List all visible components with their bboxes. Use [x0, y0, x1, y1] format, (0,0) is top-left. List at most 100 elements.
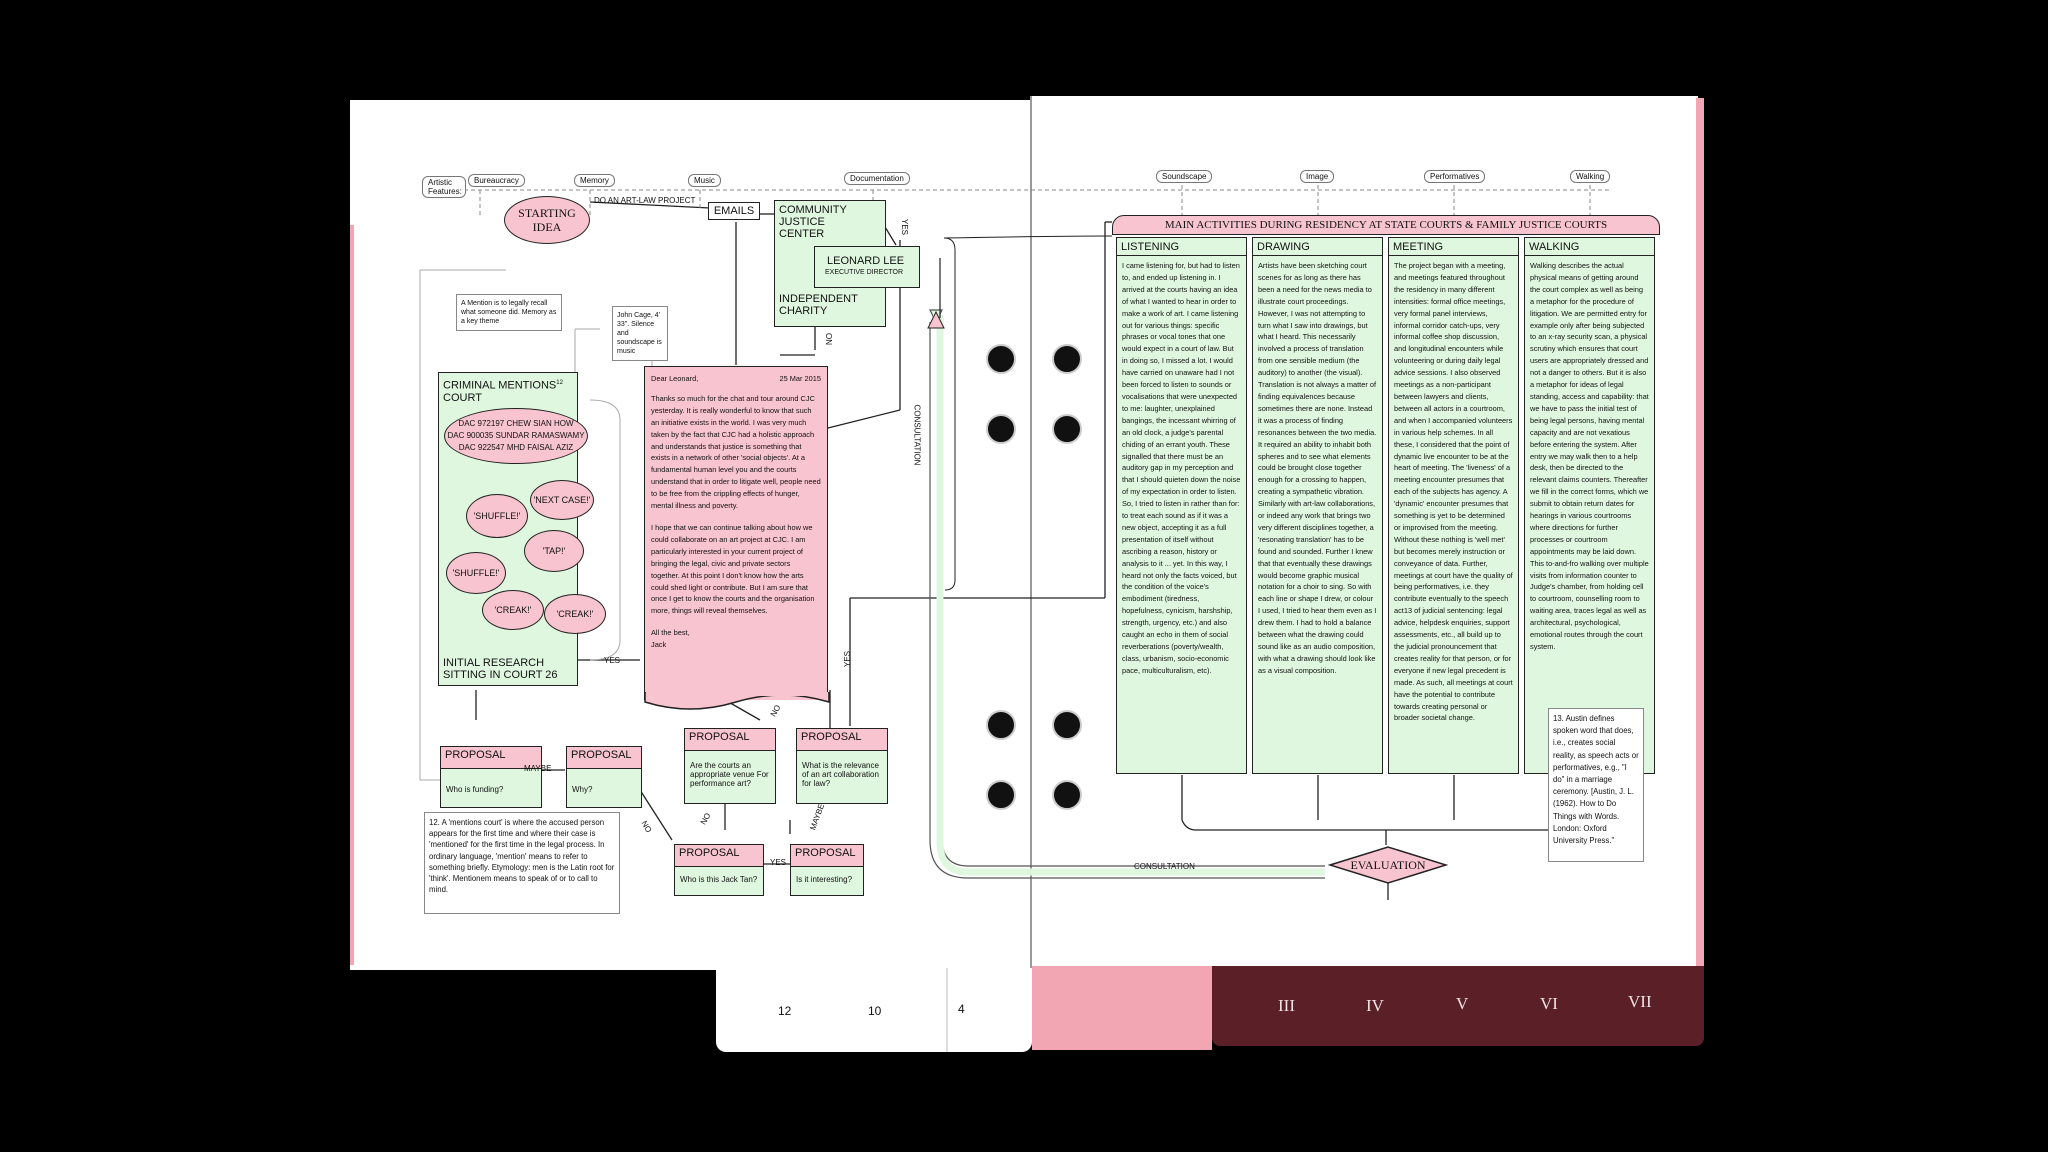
do-art-law-label: DO AN ART-LAW PROJECT — [594, 196, 696, 205]
left-index-tab — [716, 968, 1032, 1052]
ring-hole — [986, 414, 1016, 444]
main-activities-title: MAIN ACTIVITIES DURING RESIDENCY AT STAT… — [1164, 219, 1608, 231]
spine — [1030, 96, 1032, 970]
evaluation-label: EVALUATION — [1350, 858, 1426, 872]
activity-column-walking: WALKING Walking describes the actual phy… — [1524, 237, 1655, 774]
mention-note: A Mention is to legally recall what some… — [456, 294, 562, 331]
letter-signoff: All the best, — [651, 628, 690, 638]
letter-salutation: Dear Leonard, — [651, 374, 699, 383]
column-heading: LISTENING — [1117, 238, 1246, 256]
leonard-lee-box: LEONARD LEE EXECUTIVE DIRECTOR — [814, 246, 920, 288]
leonard-role: EXECUTIVE DIRECTOR — [825, 269, 904, 276]
sound-bubble: 'TAP!' — [524, 530, 584, 572]
proposal-question: Who is this Jack Tan? — [680, 875, 758, 884]
yes-proposal-label: YES — [770, 858, 787, 867]
proposal-question: Is it interesting? — [796, 875, 853, 884]
ring-hole — [1052, 710, 1082, 740]
case-item: DAC 922547 MHD FAISAL AZIZ — [458, 443, 574, 452]
left-page-pink-edge — [350, 225, 354, 965]
tag-image: Image — [1300, 170, 1335, 183]
case-list-bubble: DAC 972197 CHEW SIAN HOW DAC 900035 SUND… — [444, 408, 588, 464]
proposal-jack-tan: PROPOSAL Who is this Jack Tan? — [674, 844, 764, 896]
consultation-vertical-label: CONSULTATION — [912, 404, 922, 466]
footnote-13: 13. Austin defines spoken word that does… — [1548, 708, 1644, 862]
column-text: I came listening for, but had to listen … — [1122, 261, 1241, 675]
pink-index-tab — [1032, 966, 1212, 1050]
artistic-features-label: Artistic Features: — [422, 176, 466, 198]
column-heading: MEETING — [1389, 238, 1518, 256]
tab-iii[interactable]: III — [1278, 996, 1295, 1015]
starting-idea-label: STARTING IDEA — [518, 206, 576, 234]
proposal-question: What is the relevance of an art collabor… — [802, 761, 879, 788]
evaluation-diamond — [1328, 846, 1448, 884]
maybe-label: MAYBE — [524, 764, 552, 773]
leonard-name: LEONARD LEE — [827, 255, 905, 267]
tab-divider-1 — [946, 968, 948, 1052]
proposal-title: PROPOSAL — [685, 729, 775, 751]
initial-research-label: INITIAL RESEARCH SITTING IN COURT 26 — [443, 657, 558, 681]
letter: Dear Leonard, 25 Mar 2015 Thanks so much… — [644, 366, 828, 700]
sound-bubble: 'SHUFFLE!' — [446, 552, 506, 594]
ring-hole — [1052, 414, 1082, 444]
sound-bubble: 'CREAK!' — [482, 590, 544, 630]
criminal-court-title: CRIMINAL MENTIONS12 COURT — [443, 379, 563, 404]
right-page-pink-edge — [1696, 98, 1704, 970]
tag-performatives: Performatives — [1424, 170, 1486, 183]
independent-charity-label: INDEPENDENT CHARITY — [779, 293, 858, 317]
proposal-question: Are the courts an appropriate venue For … — [690, 761, 769, 788]
tab-vii[interactable]: VII — [1628, 992, 1652, 1011]
sound-bubble: 'NEXT CASE!' — [530, 480, 594, 520]
tag-music: Music — [688, 174, 721, 187]
tag-soundscape: Soundscape — [1156, 170, 1213, 183]
letter-wavy-bottom — [644, 692, 830, 710]
proposal-interesting: PROPOSAL Is it interesting? — [790, 844, 864, 896]
proposal-venue: PROPOSAL Are the courts an appropriate v… — [684, 728, 776, 804]
tag-memory: Memory — [574, 174, 615, 187]
proposal-relevance: PROPOSAL What is the relevance of an art… — [796, 728, 888, 804]
letter-paragraph: I hope that we can continue talking abou… — [651, 522, 815, 616]
ring-hole — [1052, 344, 1082, 374]
community-justice-label: COMMUNITY JUSTICE CENTER — [779, 204, 847, 240]
letter-paragraph: Thanks so much for the chat and tour aro… — [651, 393, 821, 511]
letter-header: Dear Leonard, 25 Mar 2015 — [651, 373, 821, 385]
ring-hole — [986, 780, 1016, 810]
left-page-number-12: 12 — [778, 1004, 792, 1018]
column-text: Artists have been sketching court scenes… — [1258, 261, 1377, 675]
column-heading: WALKING — [1525, 238, 1654, 256]
ring-hole — [1052, 780, 1082, 810]
proposal-funding: PROPOSAL Who is funding? — [440, 746, 542, 808]
proposal-why: PROPOSAL Why? — [566, 746, 642, 808]
case-item: DAC 900035 SUNDAR RAMASWAMY — [447, 431, 585, 440]
emails-node: EMAILS — [708, 202, 760, 220]
left-page-number-4: 4 — [958, 1002, 965, 1016]
tag-documentation: Documentation — [844, 172, 910, 185]
main-activities-header: MAIN ACTIVITIES DURING RESIDENCY AT STAT… — [1112, 215, 1660, 235]
starting-idea-node: STARTING IDEA — [504, 196, 590, 244]
tab-vi[interactable]: VI — [1540, 994, 1558, 1013]
ring-hole — [986, 710, 1016, 740]
sound-bubble: 'CREAK!' — [544, 594, 606, 634]
ring-hole — [986, 344, 1016, 374]
activity-column-meeting: MEETING The project began with a meeting… — [1388, 237, 1519, 774]
tab-v[interactable]: V — [1456, 994, 1469, 1013]
footnote-12: 12. A 'mentions court' is where the accu… — [424, 812, 620, 914]
proposal-title: PROPOSAL — [567, 747, 641, 769]
proposal-title: PROPOSAL — [675, 845, 763, 867]
tab-iv[interactable]: IV — [1366, 996, 1384, 1015]
case-item: DAC 972197 CHEW SIAN HOW — [458, 419, 574, 428]
on-label: ON — [824, 333, 833, 345]
proposal-title: PROPOSAL — [791, 845, 863, 867]
column-text: The project began with a meeting, and me… — [1394, 261, 1513, 723]
column-heading: DRAWING — [1253, 238, 1382, 256]
left-page-number-10: 10 — [868, 1004, 882, 1018]
activity-column-drawing: DRAWING Artists have been sketching cour… — [1252, 237, 1383, 774]
column-text: Walking describes the actual physical me… — [1530, 261, 1649, 651]
yes-label-top: YES — [900, 218, 910, 236]
yes-letter-label: YES — [604, 656, 621, 665]
yes-vertical-label: YES — [843, 650, 853, 668]
consultation-horizontal-label: CONSULTATION — [1134, 862, 1195, 871]
tag-walking: Walking — [1570, 170, 1611, 183]
maroon-index-tabs — [1212, 966, 1704, 1046]
letter-signature: Jack — [651, 640, 667, 650]
